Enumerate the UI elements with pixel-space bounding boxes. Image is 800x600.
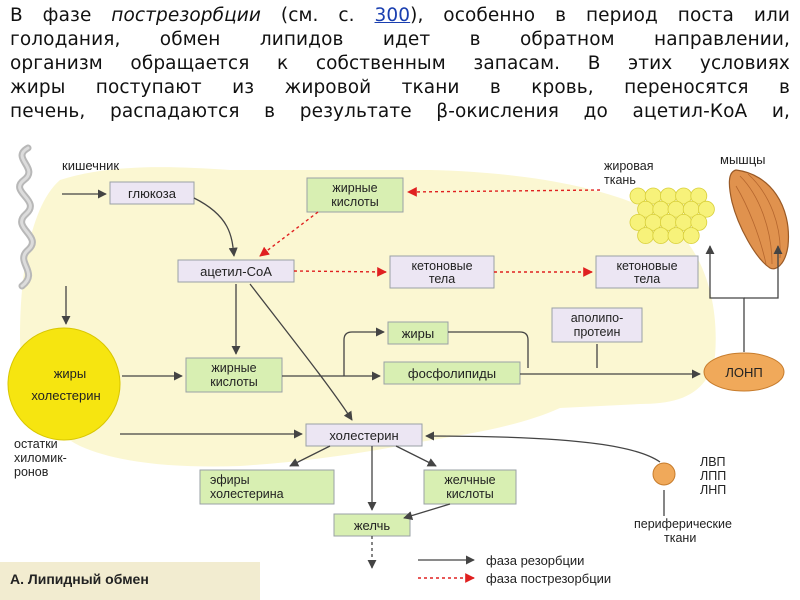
adipose-label-1: жировая	[604, 159, 653, 173]
remnants-label-2: хиломик-	[14, 451, 67, 465]
adipose-label-2: ткань	[604, 173, 636, 187]
idl-label: ЛПП	[700, 469, 726, 483]
chylomicron-circle	[7, 327, 121, 441]
chylomicron-cholesterol-label: холестерин	[31, 388, 100, 403]
ketone-right-label-1: кетоновые	[616, 259, 677, 273]
adipose-cell	[652, 227, 670, 244]
adipose-cell	[690, 214, 708, 231]
glucose-label: глюкоза	[128, 186, 177, 201]
adipose-cell	[690, 187, 708, 205]
text-segment: В фазе	[10, 5, 112, 26]
ketone-bodies-mid-node	[389, 255, 495, 289]
apolipoprotein-node	[551, 307, 643, 343]
fatty-acids-mid-label-2: кислоты	[210, 375, 258, 389]
cholesterol-node	[305, 423, 423, 447]
legend: фаза резорбции фаза пострезорбции	[418, 553, 611, 586]
vldl-shape	[703, 352, 785, 392]
ketone-bodies-right-node	[595, 255, 699, 289]
intestine-label: кишечник	[62, 158, 119, 173]
term-italic: пострезорбции	[111, 5, 262, 26]
cholesterol-esters-label-2: холестерина	[210, 487, 284, 501]
muscles-label: мышцы	[720, 152, 766, 167]
fatty-acids-mid-label-1: жирные	[211, 361, 256, 375]
bile-label: желчь	[354, 518, 391, 533]
ldl-label: ЛНП	[700, 483, 726, 497]
cholesterol-esters-node	[199, 469, 335, 505]
caption-band	[0, 562, 260, 600]
adipose-tissue-shape	[629, 187, 715, 244]
fatty-acids-top-label-2: кислоты	[331, 195, 379, 209]
fatty-acids-top-node	[306, 177, 404, 213]
paragraph-line-5: печень, распадаются в результате β-окисл…	[10, 101, 790, 122]
bile-acids-label-1: желчные	[444, 473, 495, 487]
fatty-acids-top-label-1: жирные	[332, 181, 377, 195]
resorption-arrows	[61, 189, 783, 520]
lipoprotein-dot	[652, 462, 676, 486]
fats-mid-node	[387, 321, 449, 345]
bile-acids-node	[423, 469, 517, 505]
vldl-label: ЛОНП	[725, 365, 762, 380]
apolipoprotein-label-2: протеин	[574, 325, 621, 339]
adipose-cell	[667, 227, 685, 244]
remnants-label-1: остатки	[14, 437, 58, 451]
adipose-cell	[698, 200, 715, 218]
hdl-label: ЛВП	[700, 455, 726, 469]
lipid-metabolism-diagram: кишечник глюкоза жирные кислоты жировая …	[0, 144, 790, 600]
apolipoprotein-label-1: аполипо-	[571, 311, 624, 325]
bile-acids-label-2: кислоты	[446, 487, 494, 501]
page-link[interactable]: 300	[374, 5, 411, 26]
postresorption-arrows	[259, 187, 601, 277]
cholesterol-label: холестерин	[329, 428, 398, 443]
adipose-cell	[637, 227, 654, 244]
acetyl-coa-label: ацетил-CoA	[200, 264, 272, 279]
intestine-shade	[18, 146, 34, 288]
ketone-mid-label-2: тела	[429, 272, 455, 286]
text-segment: (см. с.	[261, 5, 375, 26]
text-segment: ), особенно в период поста или	[410, 5, 790, 26]
chylomicron-fats-label: жиры	[54, 366, 87, 381]
remnants-label-3: ронов	[14, 465, 49, 479]
fats-mid-label: жиры	[402, 326, 435, 341]
legend-postresorption-label: фаза пострезорбции	[486, 571, 611, 586]
paragraph-line-4: жиры поступают из жировой ткани в кровь,…	[10, 77, 790, 98]
fatty-acids-mid-node	[185, 357, 283, 393]
caption-label: А. Липидный обмен	[10, 571, 149, 587]
paragraph-line-1: В фазе пострезорбции (см. с. 300), особе…	[10, 4, 790, 28]
phospholipids-node	[383, 361, 521, 385]
paragraph-line-2: голодания, обмен липидов идет в обратном…	[10, 29, 790, 50]
peripheral-label-1: периферические	[634, 517, 732, 531]
ketone-mid-label-1: кетоновые	[411, 259, 472, 273]
paragraph-line-3: организм обращается к собственным запаса…	[10, 53, 790, 74]
description-paragraph: В фазе пострезорбции (см. с. 300), особе…	[10, 4, 790, 124]
legend-resorption-label: фаза резорбции	[486, 553, 584, 568]
glucose-node	[109, 181, 195, 205]
muscle-shape	[728, 169, 790, 270]
phospholipids-label: фосфолипиды	[408, 366, 496, 381]
ketone-right-label-2: тела	[634, 272, 660, 286]
peripheral-label-2: ткани	[664, 531, 696, 545]
adipose-cell	[682, 227, 700, 244]
cholesterol-esters-label-1: эфиры	[210, 473, 250, 487]
